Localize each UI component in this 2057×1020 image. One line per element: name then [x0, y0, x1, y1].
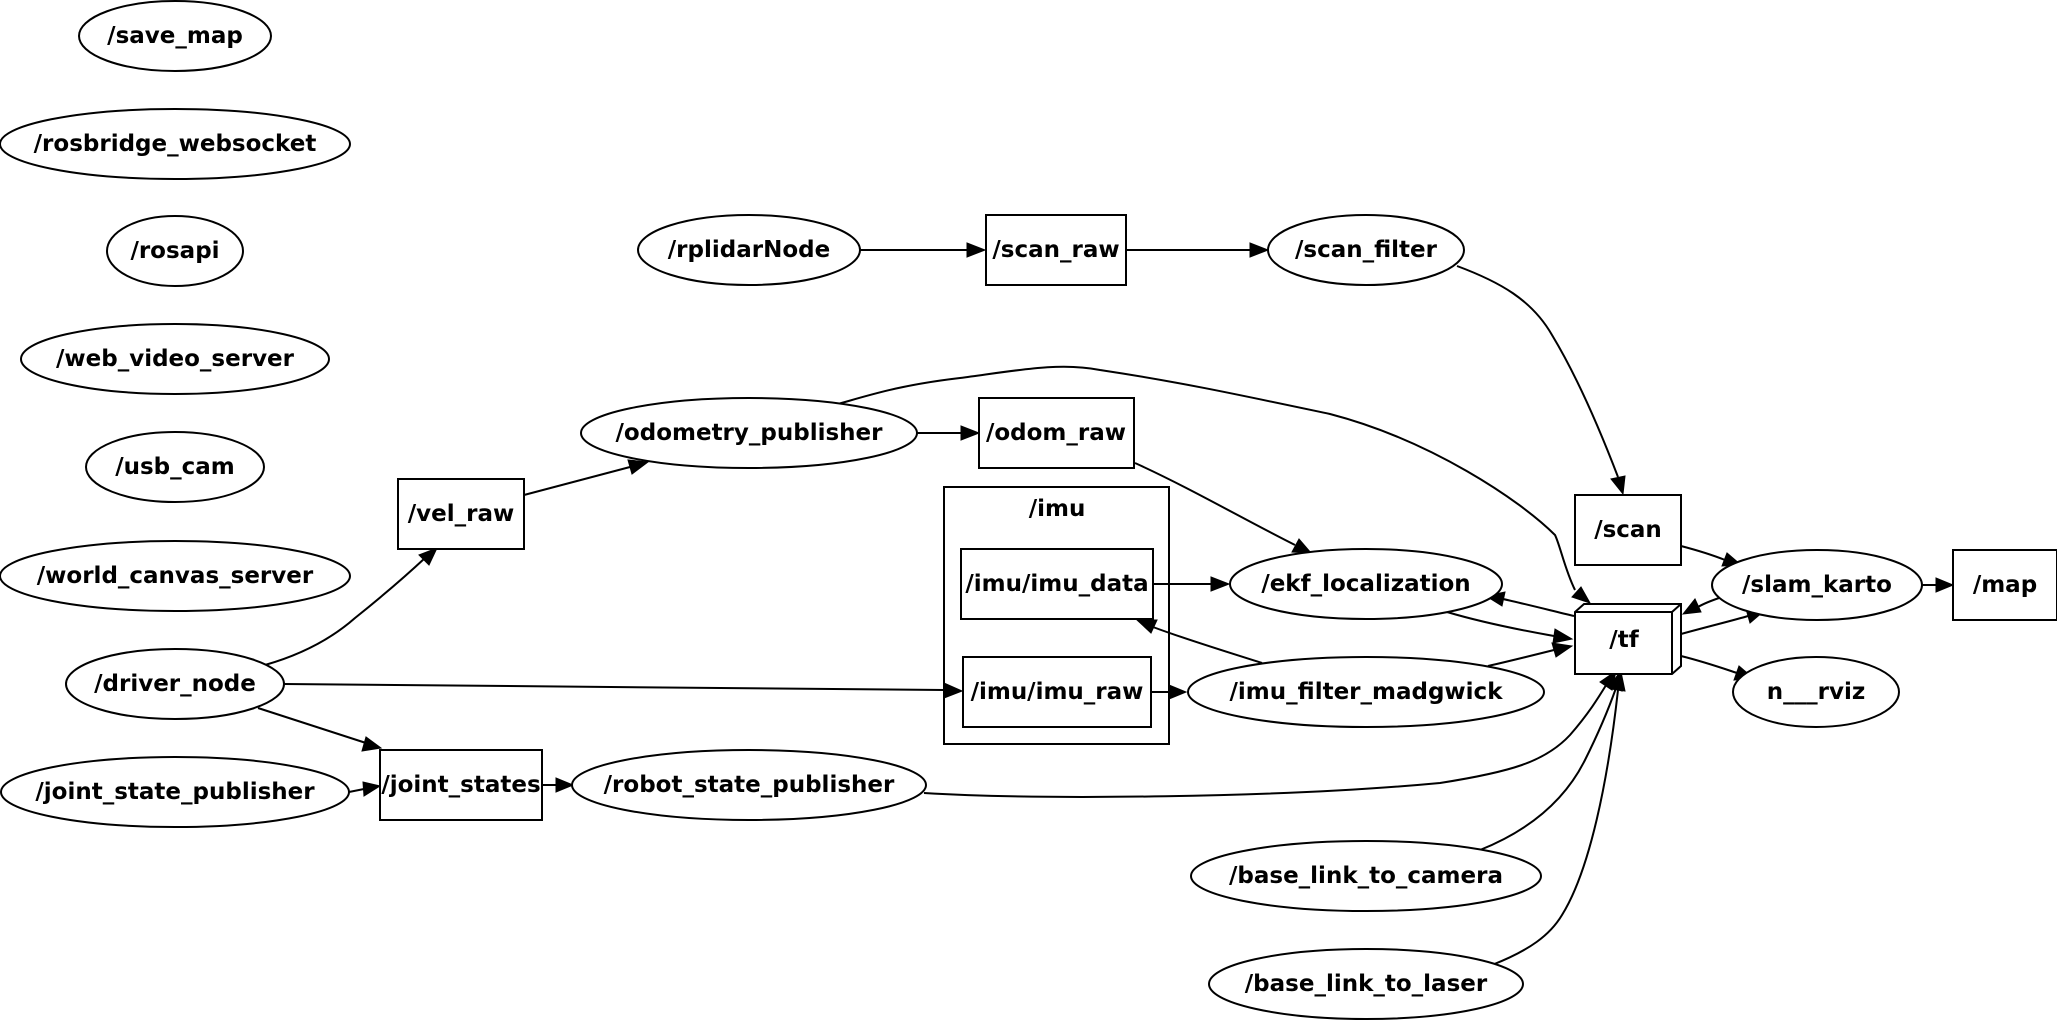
edge-imu-filter-madgwick-to-tf [1487, 642, 1574, 667]
topic-joint-states-label: /joint_states [381, 772, 540, 798]
topic-map[interactable]: /map [1952, 549, 2057, 621]
node-odometry-publisher-label: /odometry_publisher [616, 420, 884, 446]
topic-odom-raw[interactable]: /odom_raw [978, 397, 1135, 469]
edge-ekf-localization-to-tf [1446, 611, 1574, 644]
edge-slam-karto-to-map [1922, 577, 1955, 593]
graph-topics: /vel_raw /joint_states /scan_raw /odom_r… [379, 214, 2057, 821]
node-robot-state-publisher-label: /robot_state_publisher [604, 772, 895, 798]
node-scan-filter-label: /scan_filter [1295, 237, 1438, 263]
edge-imu-filter-madgwick-to-imu-data [1135, 619, 1263, 664]
node-rplidar-node[interactable]: /rplidarNode [637, 214, 861, 286]
edge-odometry-publisher-to-odom-raw [917, 425, 981, 441]
node-rosapi-label: /rosapi [130, 238, 219, 264]
node-rosbridge-websocket-label: /rosbridge_websocket [34, 131, 317, 157]
topic-scan-raw-label: /scan_raw [992, 237, 1119, 263]
node-web-video-server[interactable]: /web_video_server [20, 323, 330, 395]
topic-tf-label: /tf [1609, 627, 1639, 653]
node-driver-node[interactable]: /driver_node [65, 648, 285, 720]
topic-vel-raw-label: /vel_raw [408, 501, 515, 527]
edge-joint-state-publisher-to-joint-states [348, 781, 382, 797]
node-rplidar-node-label: /rplidarNode [668, 237, 830, 263]
node-rviz-label: n___rviz [1767, 679, 1865, 705]
node-joint-state-publisher-label: /joint_state_publisher [35, 779, 315, 805]
node-usb-cam[interactable]: /usb_cam [85, 431, 265, 503]
node-world-canvas-server-label: /world_canvas_server [37, 563, 314, 589]
node-joint-state-publisher[interactable]: /joint_state_publisher [0, 756, 350, 828]
node-save-map-label: /save_map [107, 23, 243, 49]
node-rviz[interactable]: n___rviz [1732, 656, 1900, 728]
edge-driver-node-to-imu-raw [283, 682, 964, 699]
topic-scan-raw[interactable]: /scan_raw [985, 214, 1127, 286]
topic-tf[interactable]: /tf [1574, 603, 1682, 675]
topic-odom-raw-label: /odom_raw [986, 420, 1126, 446]
edge-odometry-publisher-to-tf [837, 365, 1592, 604]
node-save-map[interactable]: /save_map [78, 0, 272, 72]
edge-rplidar-node-to-scan-raw [860, 242, 987, 258]
node-base-link-to-laser[interactable]: /base_link_to_laser [1208, 948, 1524, 1020]
node-world-canvas-server[interactable]: /world_canvas_server [0, 540, 351, 612]
topic-joint-states[interactable]: /joint_states [379, 749, 543, 821]
node-base-link-to-camera-label: /base_link_to_camera [1229, 863, 1503, 889]
topic-imu-data[interactable]: /imu/imu_data [960, 548, 1154, 620]
node-robot-state-publisher[interactable]: /robot_state_publisher [571, 749, 927, 821]
edge-joint-states-to-robot-state-publisher [542, 777, 575, 793]
node-imu-filter-madgwick-label: /imu_filter_madgwick [1230, 679, 1504, 705]
topic-imu-raw[interactable]: /imu/imu_raw [962, 656, 1152, 728]
cluster-imu-label: /imu [1029, 496, 1086, 522]
topic-scan-label: /scan [1594, 517, 1662, 543]
edge-scan-raw-to-scan-filter [1126, 242, 1270, 258]
node-slam-karto[interactable]: /slam_karto [1711, 549, 1923, 621]
edge-scan-filter-to-scan [1456, 265, 1626, 496]
topic-scan[interactable]: /scan [1574, 494, 1682, 566]
node-driver-node-label: /driver_node [94, 671, 256, 697]
graph-edges [257, 242, 1955, 966]
node-rosapi[interactable]: /rosapi [106, 215, 244, 287]
graph-nodes: /save_map /rosbridge_websocket /rosapi /… [0, 0, 1923, 1020]
node-web-video-server-label: /web_video_server [56, 346, 295, 372]
node-ekf-localization[interactable]: /ekf_localization [1229, 548, 1503, 620]
edge-odom-raw-to-ekf-localization [1134, 462, 1313, 554]
edge-scan-to-slam-karto [1680, 545, 1743, 567]
edge-tf-to-ekf-localization [1484, 591, 1575, 617]
node-rosbridge-websocket[interactable]: /rosbridge_websocket [0, 108, 351, 180]
topic-imu-data-label: /imu/imu_data [965, 571, 1148, 597]
edge-vel-raw-to-odometry-publisher [523, 459, 650, 496]
node-scan-filter[interactable]: /scan_filter [1267, 214, 1465, 286]
node-imu-filter-madgwick[interactable]: /imu_filter_madgwick [1187, 656, 1545, 728]
node-ekf-localization-label: /ekf_localization [1261, 571, 1470, 597]
node-slam-karto-label: /slam_karto [1742, 572, 1892, 598]
node-base-link-to-laser-label: /base_link_to_laser [1245, 971, 1488, 997]
node-usb-cam-label: /usb_cam [115, 454, 235, 480]
node-odometry-publisher[interactable]: /odometry_publisher [580, 397, 918, 469]
edge-slam-karto-to-tf [1681, 596, 1723, 615]
cluster-imu: /imu [943, 486, 1170, 745]
topic-vel-raw[interactable]: /vel_raw [397, 478, 525, 550]
edge-driver-node-to-joint-states [257, 707, 383, 752]
edge-base-link-to-laser-to-tf [1491, 670, 1626, 966]
edge-imu-data-to-ekf-localization [1153, 576, 1231, 592]
topic-imu-raw-label: /imu/imu_raw [971, 679, 1144, 705]
topic-map-label: /map [1973, 572, 2037, 598]
node-base-link-to-camera[interactable]: /base_link_to_camera [1190, 840, 1542, 912]
edge-driver-node-to-vel-raw [264, 547, 438, 666]
